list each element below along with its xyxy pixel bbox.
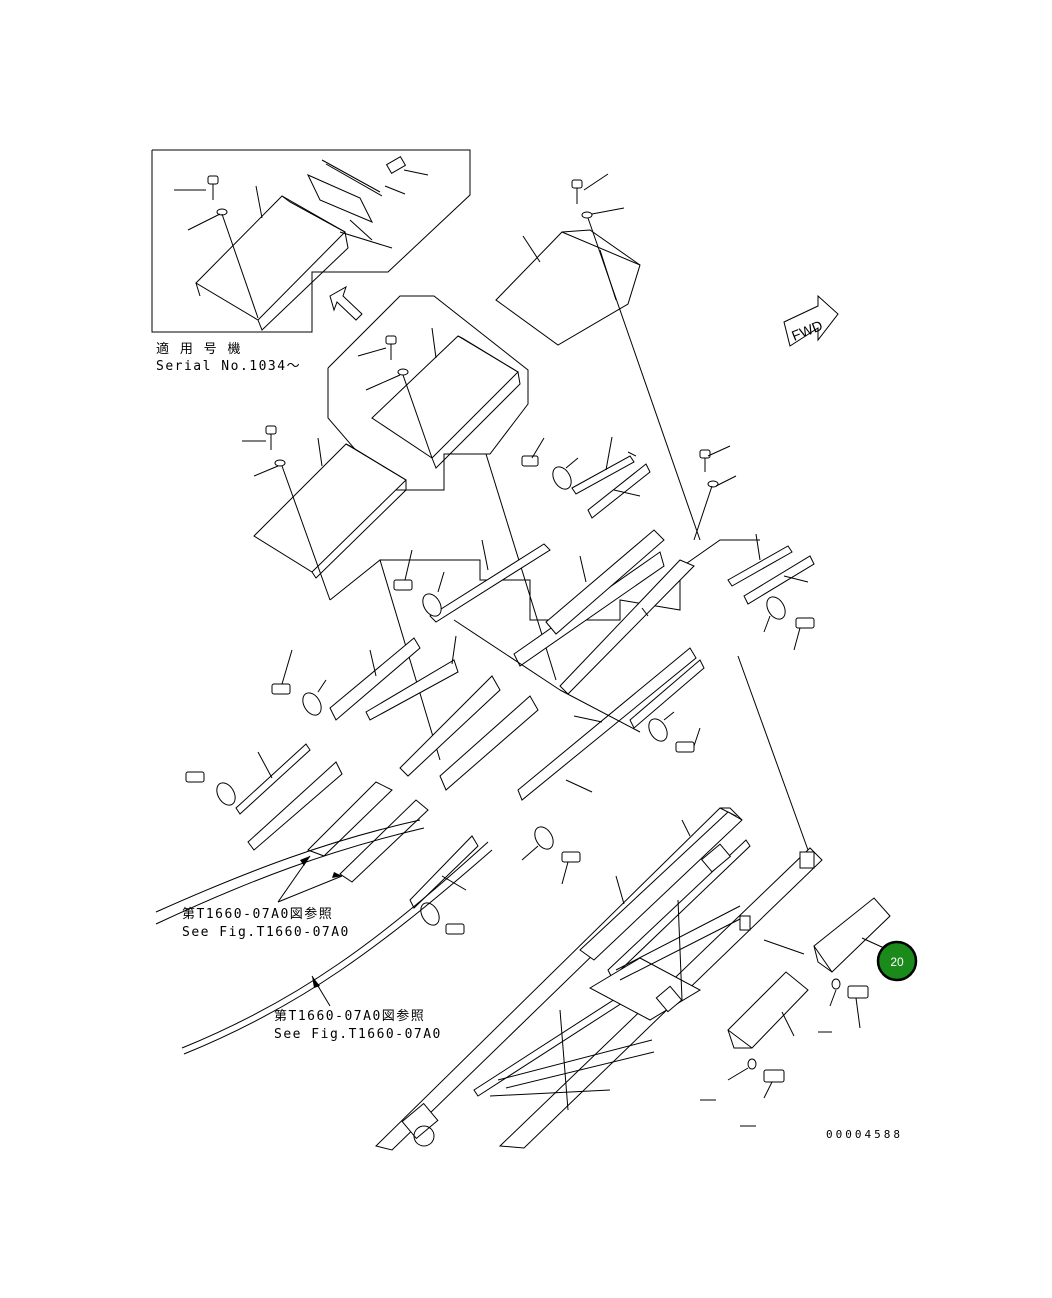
reference-1-jp: 第T1660-07A0図参照 (182, 906, 333, 922)
bolt-washer-set-5 (763, 596, 815, 651)
inset-serial-label: Serial No.1034～ (156, 359, 301, 374)
inset-applicable-label: 適 用 号 機 (156, 341, 242, 357)
upper-right-cover (495, 173, 701, 541)
bolt-washer-set-7 (420, 902, 465, 935)
reference-arrows (277, 855, 343, 1007)
bolt-washer-set-6 (521, 826, 581, 885)
drawing-number: 00004588 (826, 1128, 903, 1141)
inset-detail (151, 149, 471, 333)
right-side-strips (727, 533, 815, 605)
reference-2-jp: 第T1660-07A0図参照 (274, 1008, 425, 1024)
reference-2-en: See Fig.T1660-07A0 (274, 1027, 442, 1042)
bolt-washer-set-2 (271, 649, 327, 716)
lower-left-strips (155, 743, 493, 1055)
bolt-washer-set-4 (648, 711, 701, 753)
bolt-washer-set-3 (185, 771, 236, 806)
callout-20[interactable]: 20 (876, 940, 918, 982)
right-upper-strips (521, 436, 737, 541)
callout-20-label: 20 (890, 955, 904, 969)
bolt-washer-set-1 (393, 549, 445, 617)
fwd-arrow-icon: FWD (783, 294, 839, 347)
right-lower-covers (700, 897, 891, 1127)
left-cover (242, 425, 441, 761)
central-beams (329, 529, 809, 851)
reference-1-en: See Fig.T1660-07A0 (182, 925, 350, 940)
chassis-frame (375, 807, 823, 1151)
